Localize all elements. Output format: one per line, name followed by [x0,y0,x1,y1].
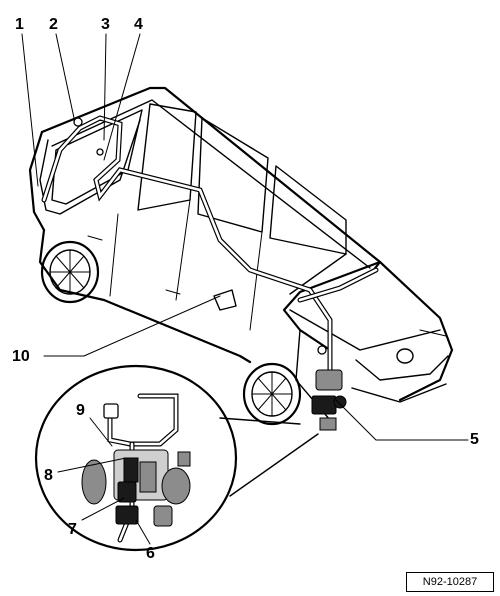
detail-view [34,364,319,552]
callout-2: 2 [49,16,58,33]
callout-8: 8 [44,467,53,484]
rear-wheel [40,240,100,304]
callout-4: 4 [134,16,143,33]
leader-lines [21,33,469,545]
callout-9: 9 [76,402,85,419]
callout-7: 7 [68,521,77,538]
front-wheel [242,362,302,426]
reservoir-assembly [311,369,347,431]
reference-code: N92-10287 [406,572,494,592]
washer-hose-route [41,115,379,373]
callout-10: 10 [12,348,30,365]
callout-6: 6 [146,545,155,562]
callout-5: 5 [470,431,479,448]
callout-3: 3 [101,16,110,33]
callout-1: 1 [15,16,24,33]
